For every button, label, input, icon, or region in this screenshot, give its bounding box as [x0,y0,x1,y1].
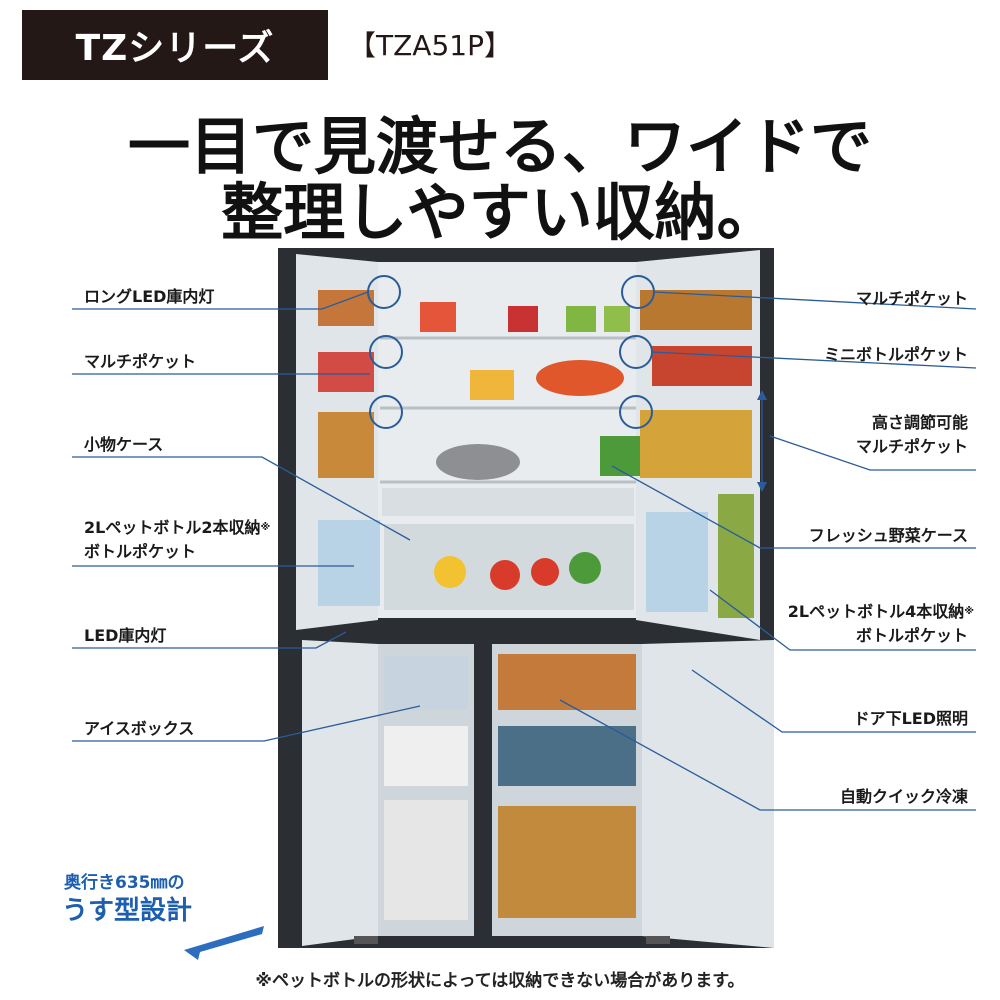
label-adjustable-line2: マルチポケット [855,437,968,456]
leader-lines-right [559,291,977,811]
label-bottle4-line2: ボトルポケット [855,626,968,645]
label-bottle4-text: 2Lペットボトル4本収納 [787,602,965,621]
label-bottle2-line1: 2Lペットボトル2本収納※ [84,518,270,538]
label-multi-pocket-left: マルチポケット [84,352,197,371]
label-led-light: LED庫内灯 [84,626,167,645]
label-fresh-veg: フレッシュ野菜ケース [808,526,968,545]
label-quick-freeze: 自動クイック冷凍 [839,787,968,806]
model-number: 【TZA51P】 [348,29,512,62]
footnote: ※ペットボトルの形状によっては収納できない場合があります。 [255,971,745,991]
slim-depth-line2: うす型設計 [62,896,193,926]
label-adjustable-line1: 高さ調節可能 [871,413,968,432]
label-bottle2-line2: ボトルポケット [84,542,197,561]
label-small-case: 小物ケース [84,435,164,454]
slim-depth-line1: 奥行き635㎜の [64,873,185,893]
label-bottle2-text: 2Lペットボトル2本収納 [84,518,261,537]
depth-arrow [184,926,264,960]
series-badge: TZシリーズ [22,10,328,80]
right-lower-door [642,640,774,948]
leader-lines-left [72,291,421,742]
label-bottle4-line1: 2Lペットボトル4本収納※ [788,602,974,622]
headline-line-2: 整理しやすい収納。 [221,176,779,249]
drawer-small [382,488,634,516]
headline-line-1: 一目で見渡せる、ワイドで [127,110,872,183]
label-mini-bottle: ミニボトルポケット [823,345,968,364]
left-lower-door [302,640,378,946]
label-long-led: ロングLED庫内灯 [84,287,215,306]
label-bottle4-mark: ※ [964,606,974,617]
label-ice-box: アイスボックス [84,719,195,738]
label-bottle2-mark: ※ [260,522,271,533]
label-multi-pocket-right: マルチポケット [855,289,968,308]
label-door-led: ドア下LED照明 [853,709,968,728]
